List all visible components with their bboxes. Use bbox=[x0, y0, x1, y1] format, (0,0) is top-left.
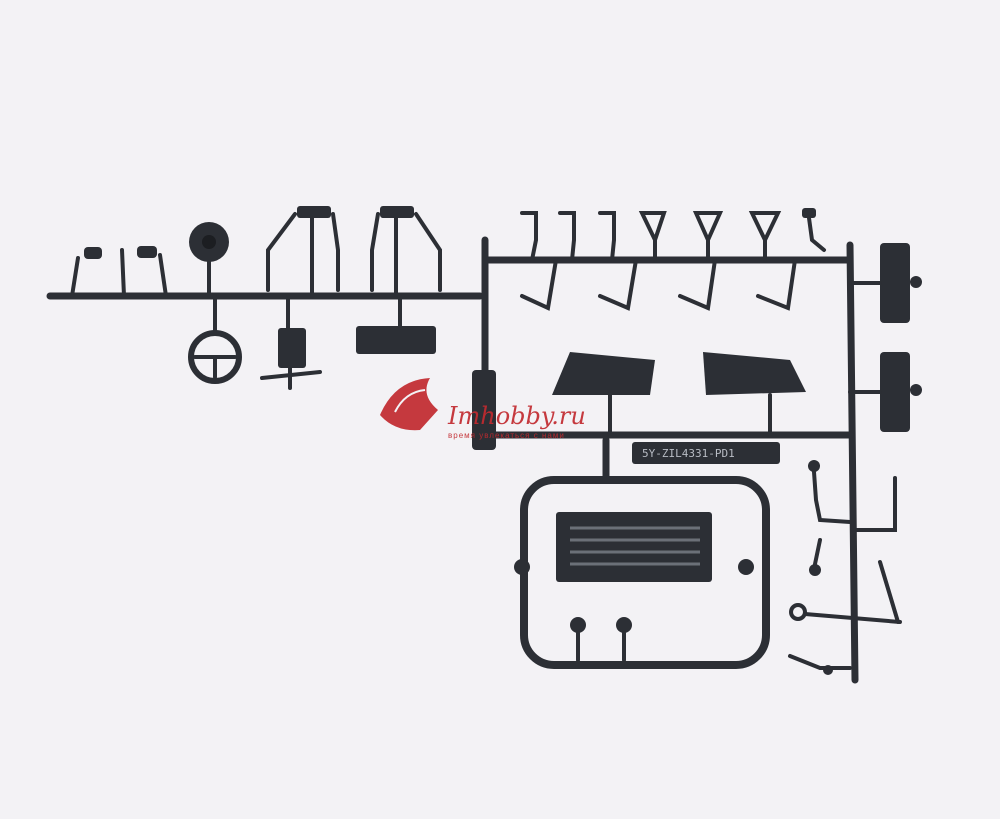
wiper-parts bbox=[520, 258, 797, 311]
sprue-code-label: 5Y-ZIL4331-PD1 bbox=[642, 447, 735, 460]
steering-column-part bbox=[189, 222, 229, 298]
center-bracket-part bbox=[472, 370, 496, 450]
seat-part bbox=[260, 294, 322, 390]
watermark-logo-icon bbox=[380, 378, 438, 431]
seat-back-panels bbox=[552, 352, 806, 437]
mirror-arm-left bbox=[266, 206, 340, 298]
watermark: Imhobby.ru время увлекаться с нами bbox=[380, 378, 586, 440]
mirror-parts-left bbox=[70, 246, 168, 298]
radiator-grille-part bbox=[556, 512, 712, 582]
mirror-arm-right bbox=[370, 206, 442, 298]
steering-wheel-part bbox=[188, 294, 242, 384]
watermark-tagline: время увлекаться с нами bbox=[448, 431, 565, 440]
sprue-code-tag bbox=[632, 442, 780, 464]
watermark-site: Imhobby.ru bbox=[447, 402, 586, 430]
step-plate-parts bbox=[848, 243, 922, 432]
dashboard-panel-part bbox=[356, 294, 436, 354]
sprue-frame: 5Y-ZIL4331-PD1 bbox=[46, 236, 859, 684]
hook-parts bbox=[520, 208, 826, 262]
grille-frame bbox=[514, 476, 770, 669]
lever-parts-right bbox=[788, 460, 902, 675]
